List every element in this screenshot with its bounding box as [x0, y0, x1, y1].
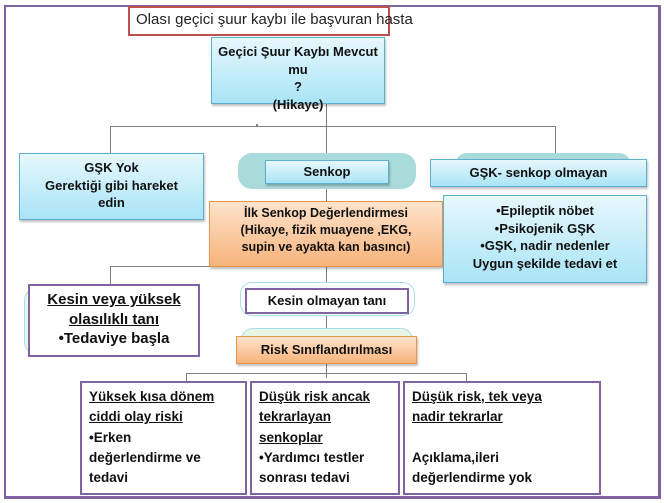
non-syncope-action: Uygun şekilde tedavi et: [472, 255, 618, 271]
certain-dx-line1: Kesin veya yüksek: [47, 291, 181, 308]
no-tloc-line1: GŞK Yok: [84, 160, 139, 175]
non-syncope-item: •GŞK, nadir nedenler: [480, 238, 610, 254]
connector: [186, 373, 187, 381]
connector: [326, 126, 327, 160]
initial-eval-line3: supin ve ayakta kan basıncı): [241, 239, 411, 254]
connector: [110, 126, 111, 154]
high-risk-body2: değerlendirme ve: [89, 449, 201, 465]
non-syncope-item: •Psikojenik GŞK: [494, 220, 596, 236]
uncertain-diagnosis-box: Kesin olmayan tanı: [245, 288, 409, 314]
low-risk-single-title1: Düşük risk, tek veya: [412, 389, 542, 404]
no-tloc-box: GŞK Yok Gerektiği gibi hareket edin: [19, 153, 204, 220]
initial-evaluation-box: İlk Senkop Değerlendirmesi (Hikaye, fizi…: [209, 201, 443, 267]
no-tloc-line2: Gerektiği gibi hareket: [45, 177, 178, 193]
high-risk-box: Yüksek kısa dönem ciddi olay riski •Erke…: [80, 381, 247, 495]
root-question-line3: (Hikaye): [272, 96, 324, 112]
syncope-box: Senkop: [265, 160, 389, 184]
uncertain-dx-label: Kesin olmayan tanı: [267, 293, 387, 308]
syncope-label: Senkop: [303, 164, 351, 179]
entry-point-label: Olası geçici şuur kaybı ile başvuran has…: [128, 6, 413, 36]
root-question-line2: ?: [294, 79, 302, 95]
connector: [555, 126, 556, 156]
entry-point-text: Olası geçici şuur kaybı ile başvuran has…: [136, 11, 413, 28]
connector: [326, 265, 327, 290]
low-risk-recurrent-box: Düşük risk ancak tekrarlayan senkoplar •…: [250, 381, 400, 495]
connector: [326, 188, 327, 202]
spacer: [412, 428, 599, 448]
certain-diagnosis-box: Kesin veya yüksek olasılıklı tanı •Tedav…: [28, 284, 200, 357]
low-risk-single-box: Düşük risk, tek veya nadir tekrarlar Açı…: [403, 381, 601, 495]
connector: [110, 126, 556, 127]
non-syncope-item: •Epileptik nöbet: [496, 203, 594, 218]
risk-stratification-box: Risk Sınıflandırılması: [236, 336, 417, 364]
root-question-box: Geçici Şuur Kaybı Mevcut mu ? (Hikaye): [211, 37, 385, 112]
low-risk-recurrent-body1: •Yardımcı testler: [259, 449, 365, 465]
high-risk-title2: ciddi olay riski: [89, 409, 183, 425]
certain-dx-line3: •Tedaviye başla: [58, 330, 170, 347]
certain-dx-line2: olasılıklı tanı: [68, 310, 160, 328]
connector: [110, 266, 111, 284]
risk-label: Risk Sınıflandırılması: [260, 342, 393, 357]
low-risk-single-body1: Açıklama,ileri: [412, 449, 500, 465]
non-syncope-causes-box: •Epileptik nöbet •Psikojenik GŞK •GŞK, n…: [443, 195, 647, 283]
initial-eval-line2: (Hikaye, fizik muayene ,EKG,: [240, 222, 412, 237]
high-risk-title1: Yüksek kısa dönem: [89, 389, 215, 404]
initial-eval-line1: İlk Senkop Değerlendirmesi: [244, 206, 408, 220]
root-question-line1: Geçici Şuur Kaybı Mevcut mu: [218, 44, 378, 77]
connector: [326, 104, 327, 126]
low-risk-recurrent-body2: sonrası tedavi: [259, 470, 350, 485]
connector: [326, 364, 327, 378]
low-risk-single-title2: nadir tekrarlar: [412, 409, 503, 425]
non-syncope-box: GŞK- senkop olmayan: [430, 159, 647, 187]
non-syncope-label: GŞK- senkop olmayan: [469, 165, 608, 180]
connector: [326, 314, 327, 336]
low-risk-single-body2: değerlendirme yok: [412, 469, 533, 485]
connector: [186, 373, 467, 374]
no-tloc-line3: edin: [98, 195, 125, 211]
low-risk-recurrent-title2: tekrarlayan: [259, 409, 332, 425]
low-risk-recurrent-title1: Düşük risk ancak: [259, 389, 371, 404]
connector: [466, 373, 467, 381]
high-risk-body1: •Erken: [89, 429, 132, 445]
high-risk-body3: tedavi: [89, 470, 129, 485]
connector: [256, 124, 258, 126]
low-risk-recurrent-title3: senkoplar: [259, 429, 323, 445]
